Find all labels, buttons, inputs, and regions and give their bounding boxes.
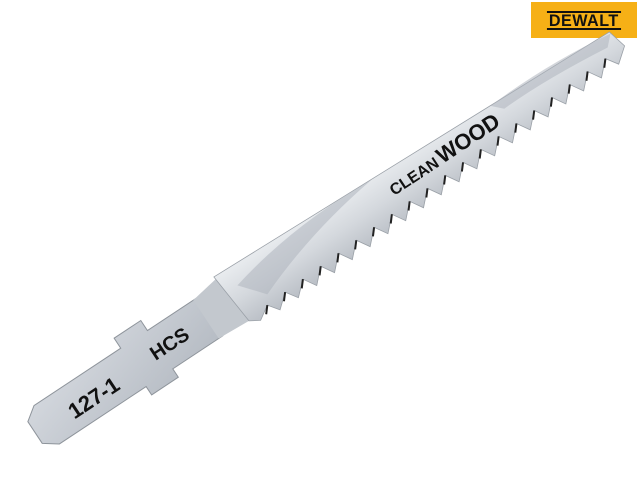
blade-group: 127-1 HCS CLEAN WOOD (27, 31, 626, 445)
blade-shank (27, 296, 224, 445)
logo-text: DEWALT (547, 10, 621, 30)
dewalt-logo: DEWALT (531, 2, 637, 38)
blade-body (213, 31, 626, 322)
tooth-shadows (265, 58, 607, 315)
